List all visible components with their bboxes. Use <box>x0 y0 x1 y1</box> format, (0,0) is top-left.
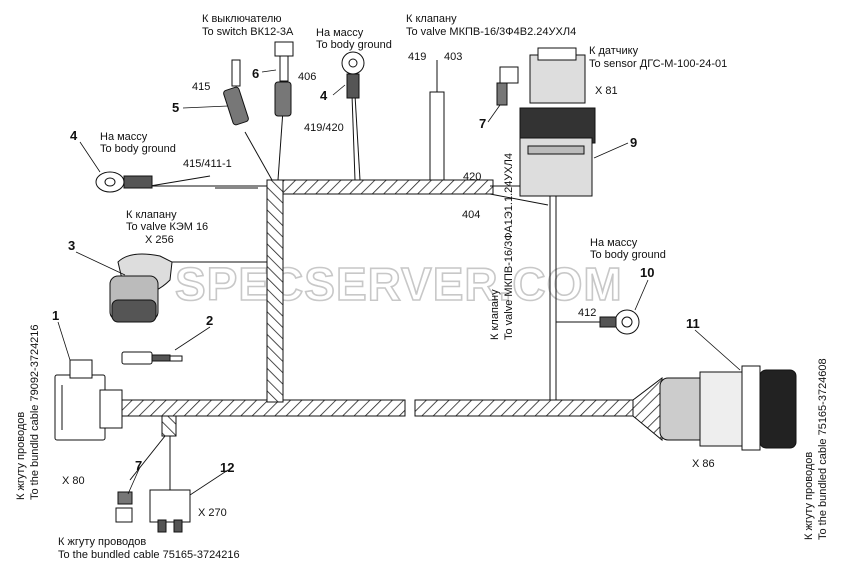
ground-top-label-ru: На массу <box>316 27 364 39</box>
bundle-left-label-ru: К жгуту проводов <box>15 412 27 500</box>
ground-left-label-ru: На массу <box>100 131 148 143</box>
connector-12-x270 <box>149 436 191 533</box>
connector-1-x80 <box>54 359 123 441</box>
valve-rotated-label-ru: К клапану <box>489 289 501 340</box>
bundle-left-label-en: To the bundld cable 79092-3724216 <box>29 324 41 500</box>
valve-top-label-ru: К клапану <box>406 13 457 25</box>
connector-11-x86 <box>659 365 797 451</box>
sensor-connector-x81 <box>519 47 596 144</box>
callout-12: 12 <box>220 460 234 475</box>
ground-ring-10-right <box>599 309 640 335</box>
main-trunk-right <box>414 399 636 417</box>
callout-leaders <box>57 69 741 496</box>
ground-left-label-en: To body ground <box>100 143 176 155</box>
connector-7-bottom <box>115 491 133 523</box>
switch-label-ru: К выключателю <box>202 13 282 25</box>
callout-11: 11 <box>686 316 700 331</box>
ground-top-label-en: To body ground <box>316 39 392 51</box>
main-trunk-left <box>119 399 406 417</box>
callout-2: 2 <box>206 313 213 328</box>
bundle-right-label-en: To the bundled cable 75165-3724608 <box>817 358 829 540</box>
harness-trunks <box>119 179 636 437</box>
wire-412: 412 <box>578 307 596 319</box>
callout-1: 1 <box>52 308 59 323</box>
sensor-label-ru: К датчику <box>589 45 639 57</box>
bundle-bottom-label-ru: К жгуту проводов <box>58 536 146 548</box>
callout-7-bottom: 7 <box>135 458 142 473</box>
valve-top-connector <box>429 60 445 181</box>
wire-404: 404 <box>462 209 480 221</box>
designation-x256: X 256 <box>145 234 174 246</box>
sensor-label-en: To sensor ДГС-М-100-24-01 <box>589 58 727 70</box>
valve-kem-label-en: To valve КЭМ 16 <box>126 221 208 233</box>
callout-5: 5 <box>172 100 179 115</box>
switch-label-en: To switch ВК12-3А <box>202 26 294 38</box>
callout-3: 3 <box>68 238 75 253</box>
wire-420: 420 <box>463 171 481 183</box>
valve-top-label-en: To valve МКПВ-16/3Ф4В2.24УХЛ4 <box>406 26 576 38</box>
switch-connectors <box>223 41 294 126</box>
callout-6: 6 <box>252 66 259 81</box>
callout-7-top: 7 <box>479 116 486 131</box>
callout-4-left: 4 <box>70 128 78 143</box>
bundle-bottom-label-en: To the bundled cable 75165-3724216 <box>58 549 240 561</box>
designation-x81: X 81 <box>595 85 618 97</box>
ground-ring-4-left <box>95 171 153 193</box>
left-vertical-trunk <box>266 179 284 403</box>
ground-ring-4-top <box>341 51 365 99</box>
wire-406: 406 <box>298 71 316 83</box>
connector-9 <box>519 137 593 197</box>
callout-4-top: 4 <box>320 88 328 103</box>
ground-right-label-en: To body ground <box>590 249 666 261</box>
wire-415: 415 <box>192 81 210 93</box>
designation-x80: X 80 <box>62 475 85 487</box>
connector-7-top <box>496 66 519 106</box>
watermark: SPECSERVER.COM <box>175 258 623 310</box>
valve-kem-label-ru: К клапану <box>126 209 177 221</box>
designation-x86: X 86 <box>692 458 715 470</box>
wire-403: 403 <box>444 51 462 63</box>
connector-3-x256 <box>109 253 173 323</box>
top-horizontal-trunk <box>282 179 494 195</box>
callout-9: 9 <box>630 135 637 150</box>
bottom-branch <box>161 415 177 437</box>
wire-415-411: 415/411-1 <box>183 158 232 170</box>
callout-10: 10 <box>640 265 654 280</box>
ground-right-label-ru: На массу <box>590 237 638 249</box>
bundle-right-label-ru: К жгуту проводов <box>803 452 815 540</box>
wire-419-420: 419/420 <box>304 122 344 134</box>
valve-rotated-label-en: To valve МКПВ-16/3ФА1Э1.1.24УХЛ4 <box>503 153 515 340</box>
connector-2-terminal <box>121 351 183 365</box>
connector-11-cone <box>632 376 663 442</box>
wire-419: 419 <box>408 51 426 63</box>
designation-x270: X 270 <box>198 507 227 519</box>
